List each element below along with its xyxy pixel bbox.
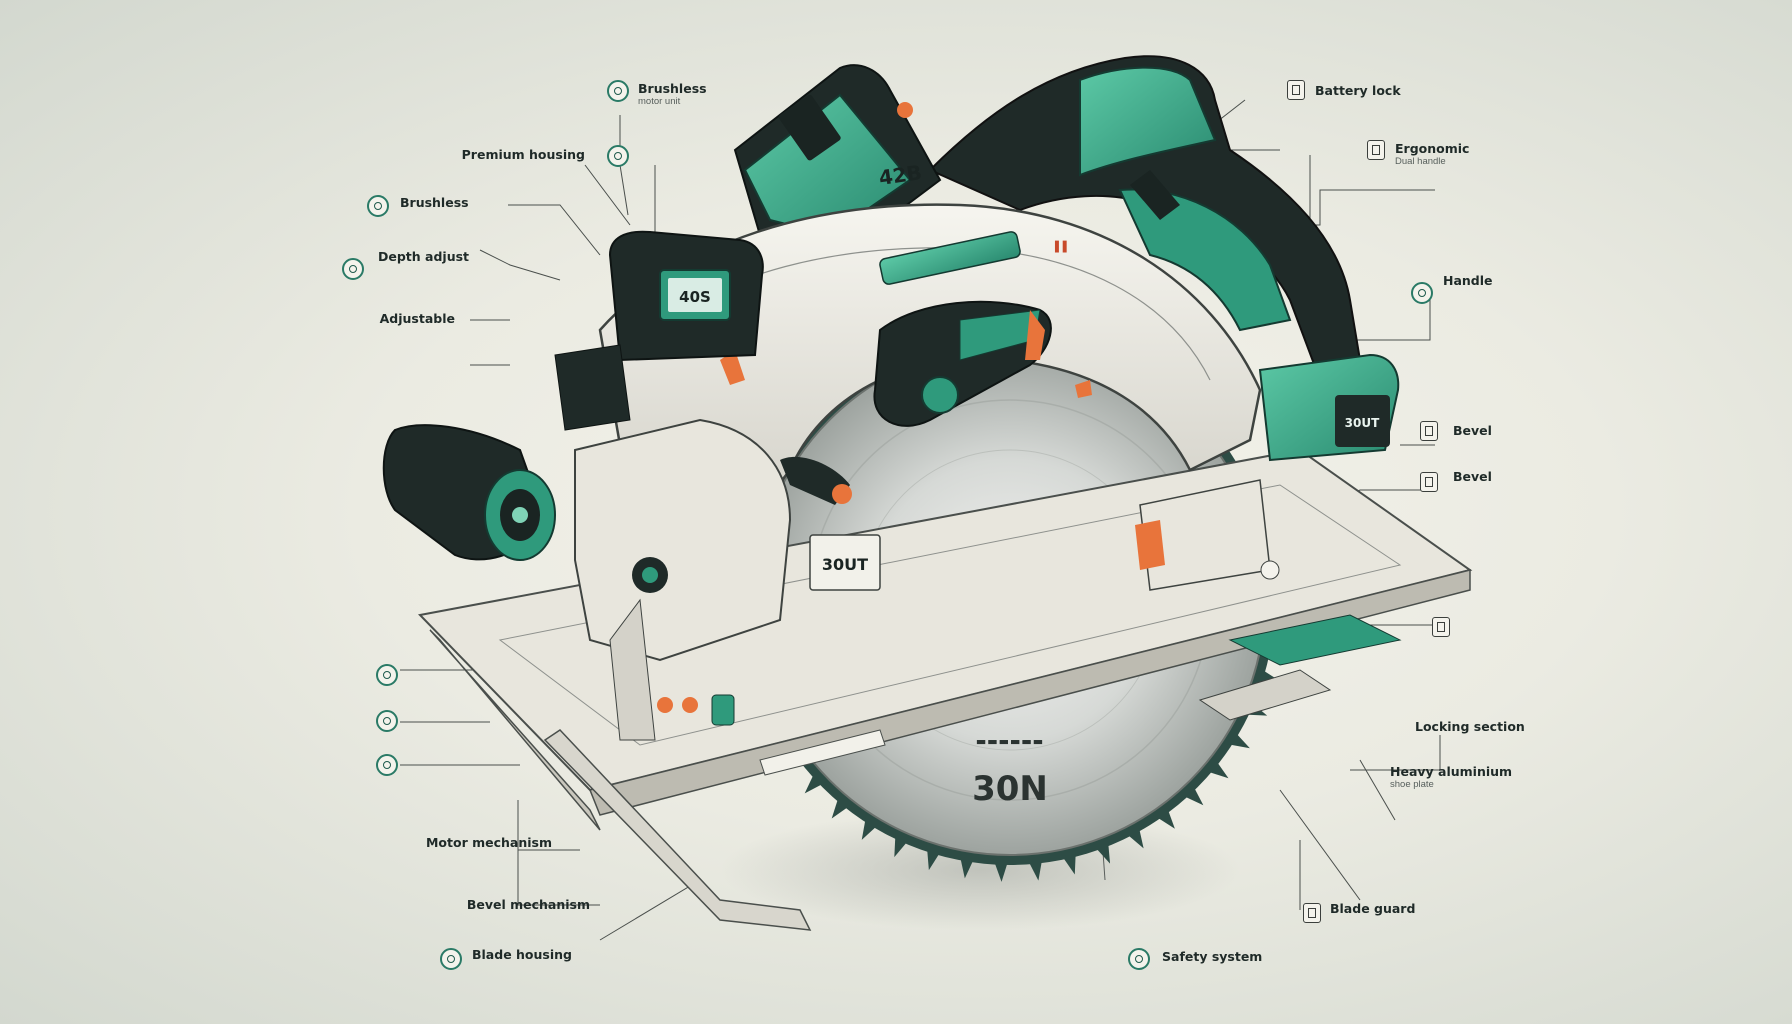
blade-tooth	[804, 766, 830, 794]
blade-tooth	[1025, 852, 1044, 881]
side-battery-label: 40S	[679, 288, 711, 306]
callout-handle: Handle	[1443, 274, 1643, 288]
top-battery-label: 42B	[877, 160, 923, 190]
callout-motor-mechanism: Motor mechanism	[352, 836, 552, 850]
callout-title: Heavy aluminium	[1390, 764, 1513, 779]
grip-icon	[1411, 282, 1433, 304]
callout-title: Battery lock	[1315, 83, 1401, 98]
bolt-icon	[376, 664, 398, 686]
callout-blade-housing: Blade housing	[472, 948, 672, 962]
handle-icon	[1367, 140, 1385, 160]
side-battery-pack: 40S	[554, 230, 764, 431]
blade-tooth	[991, 854, 1010, 882]
callout-blade-guard: Blade guard	[1330, 902, 1530, 916]
guard-icon	[1303, 903, 1321, 923]
callout-brushless: Brushless	[400, 196, 600, 210]
blade-tooth	[1058, 846, 1076, 875]
callout-title: Motor mechanism	[425, 835, 552, 850]
blade-label: 30N	[972, 769, 1048, 809]
callout-bevel-angle: Bevel	[1453, 470, 1653, 484]
callout-battery-lock: Battery lock	[1315, 84, 1515, 98]
callout-ergonomic: Ergonomic Dual handle	[1395, 141, 1595, 168]
clamp-icon	[376, 710, 398, 732]
callout-title: Bevel mechanism	[466, 897, 590, 912]
motor-icon	[367, 195, 389, 217]
blade-tooth	[958, 849, 977, 879]
motor-plate-label: 30UT	[822, 555, 868, 574]
bevel-mechanism	[1135, 479, 1332, 721]
dial-icon	[376, 754, 398, 776]
right-battery-label: 30UT	[1345, 416, 1380, 430]
callout-title: Blade guard	[1330, 901, 1416, 916]
blade-tooth	[894, 827, 913, 858]
lock-icon	[1287, 80, 1305, 100]
angle-icon	[1420, 472, 1438, 492]
blade-icon	[440, 948, 462, 970]
callout-title: Ergonomic	[1395, 141, 1470, 156]
callout-desc: motor unit	[638, 96, 681, 107]
cylinder-battery	[382, 424, 556, 561]
callout-premium-housing: Premium housing	[385, 148, 585, 162]
callout-title: Locking section	[1415, 719, 1525, 734]
callout-brushless-motor: Brushless motor unit	[638, 81, 838, 108]
callout-heavy-aluminium: Heavy aluminium shoe plate	[1390, 764, 1590, 791]
callout-title: Blade housing	[472, 947, 572, 962]
callout-bevel-mechanism: Bevel mechanism	[390, 898, 590, 912]
svg-text:▬▬▬▬▬▬: ▬▬▬▬▬▬	[976, 735, 1044, 748]
blade-tooth	[926, 840, 945, 871]
callout-title: Brushless	[400, 195, 469, 210]
callout-bevel: Bevel	[1453, 424, 1653, 438]
bevel-icon	[1420, 421, 1438, 441]
front-knob-grip	[873, 300, 1052, 427]
callout-title: Adjustable	[379, 311, 455, 326]
gear-icon	[607, 80, 629, 102]
shield-icon	[607, 145, 629, 167]
right-battery: 30UT	[1258, 353, 1400, 462]
callout-title: Bevel	[1453, 423, 1492, 438]
callout-desc: shoe plate	[1390, 779, 1434, 790]
motor-housing: 30UT	[574, 418, 881, 741]
callout-locking-section: Locking section	[1415, 720, 1615, 734]
callout-title: Safety system	[1162, 949, 1263, 964]
blade-tooth	[1090, 835, 1111, 864]
callout-title: Brushless	[638, 81, 707, 96]
callout-title: Handle	[1443, 273, 1493, 288]
callout-desc: Dual handle	[1395, 156, 1446, 167]
depth-icon	[342, 258, 364, 280]
callout-depth-adjust: Depth adjust	[378, 250, 578, 264]
callout-title: Premium housing	[461, 147, 585, 162]
callout-adjustable: Adjustable	[255, 312, 455, 326]
callout-title: Depth adjust	[378, 249, 470, 264]
callout-safety-system: Safety system	[1162, 950, 1362, 964]
guide-icon	[1432, 617, 1450, 637]
top-battery: 42B	[733, 64, 942, 257]
blade-tooth	[1176, 780, 1204, 806]
svg-text:▌▌: ▌▌	[1054, 240, 1070, 253]
callout-title: Bevel	[1453, 469, 1492, 484]
rear-handle	[928, 55, 1362, 382]
safety-icon	[1128, 948, 1150, 970]
